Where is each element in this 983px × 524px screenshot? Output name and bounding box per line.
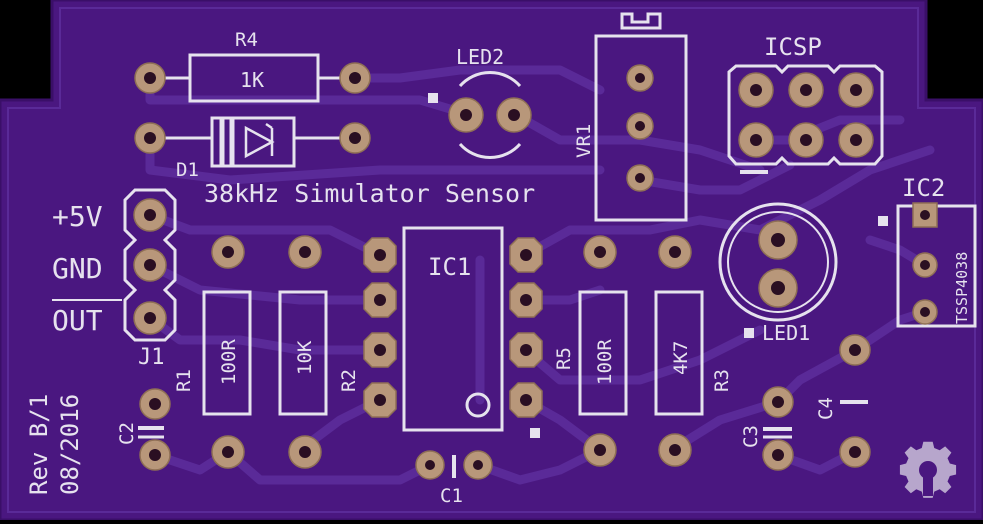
r3-label: R3 <box>711 369 733 392</box>
plus5v-label: +5V <box>52 200 103 233</box>
ic2-part-label: TSSP4038 <box>953 252 971 324</box>
ic2-label: IC2 <box>902 174 945 202</box>
r2-outline <box>278 290 328 416</box>
icsp-label: ICSP <box>764 33 822 61</box>
j1-outline <box>123 188 177 342</box>
ic1-label: IC1 <box>428 253 471 281</box>
r1-outline <box>202 290 252 416</box>
r5-label: R5 <box>553 347 575 370</box>
r3-value: 4K7 <box>670 341 692 375</box>
vr1-outline <box>594 34 688 222</box>
r1-value: 100R <box>218 339 240 385</box>
revision-label: Rev B/1 <box>25 394 53 495</box>
gnd-label: GND <box>52 252 103 285</box>
r2-label: R2 <box>338 369 360 392</box>
d1-label: D1 <box>176 159 199 181</box>
board-title: 38kHz Simulator Sensor <box>204 179 535 208</box>
pin1-markers <box>428 93 888 438</box>
ic1-outline <box>402 226 504 432</box>
r4-label: R4 <box>235 29 258 51</box>
c2-label: C2 <box>116 422 138 445</box>
d1-outline <box>210 116 296 168</box>
silkscreen <box>52 12 977 478</box>
r5-outline <box>578 290 628 416</box>
c1-label: C1 <box>440 485 463 507</box>
open-hardware-gear-icon <box>899 441 957 498</box>
out-label: OUT <box>52 304 103 337</box>
c4-label: C4 <box>815 397 837 420</box>
diode-symbol-icon <box>244 122 275 159</box>
vr1-label: VR1 <box>573 124 595 158</box>
r5-value: 100R <box>594 339 616 385</box>
board-silk-outline <box>7 7 976 513</box>
led2-outline <box>458 71 522 88</box>
led1-label: LED1 <box>762 321 810 345</box>
r1-label: R1 <box>173 369 195 392</box>
r3-outline <box>654 290 704 416</box>
drill-holes <box>144 72 930 470</box>
led1-outline <box>718 202 838 322</box>
r4-value: 1K <box>240 68 264 92</box>
led2-label: LED2 <box>456 45 504 69</box>
ic2-outline <box>896 204 977 328</box>
date-label: 08/2016 <box>56 394 84 495</box>
r2-value: 10K <box>294 340 316 375</box>
c3-label: C3 <box>740 425 762 448</box>
j1-label: J1 <box>138 345 165 370</box>
icsp-outline <box>727 64 884 174</box>
